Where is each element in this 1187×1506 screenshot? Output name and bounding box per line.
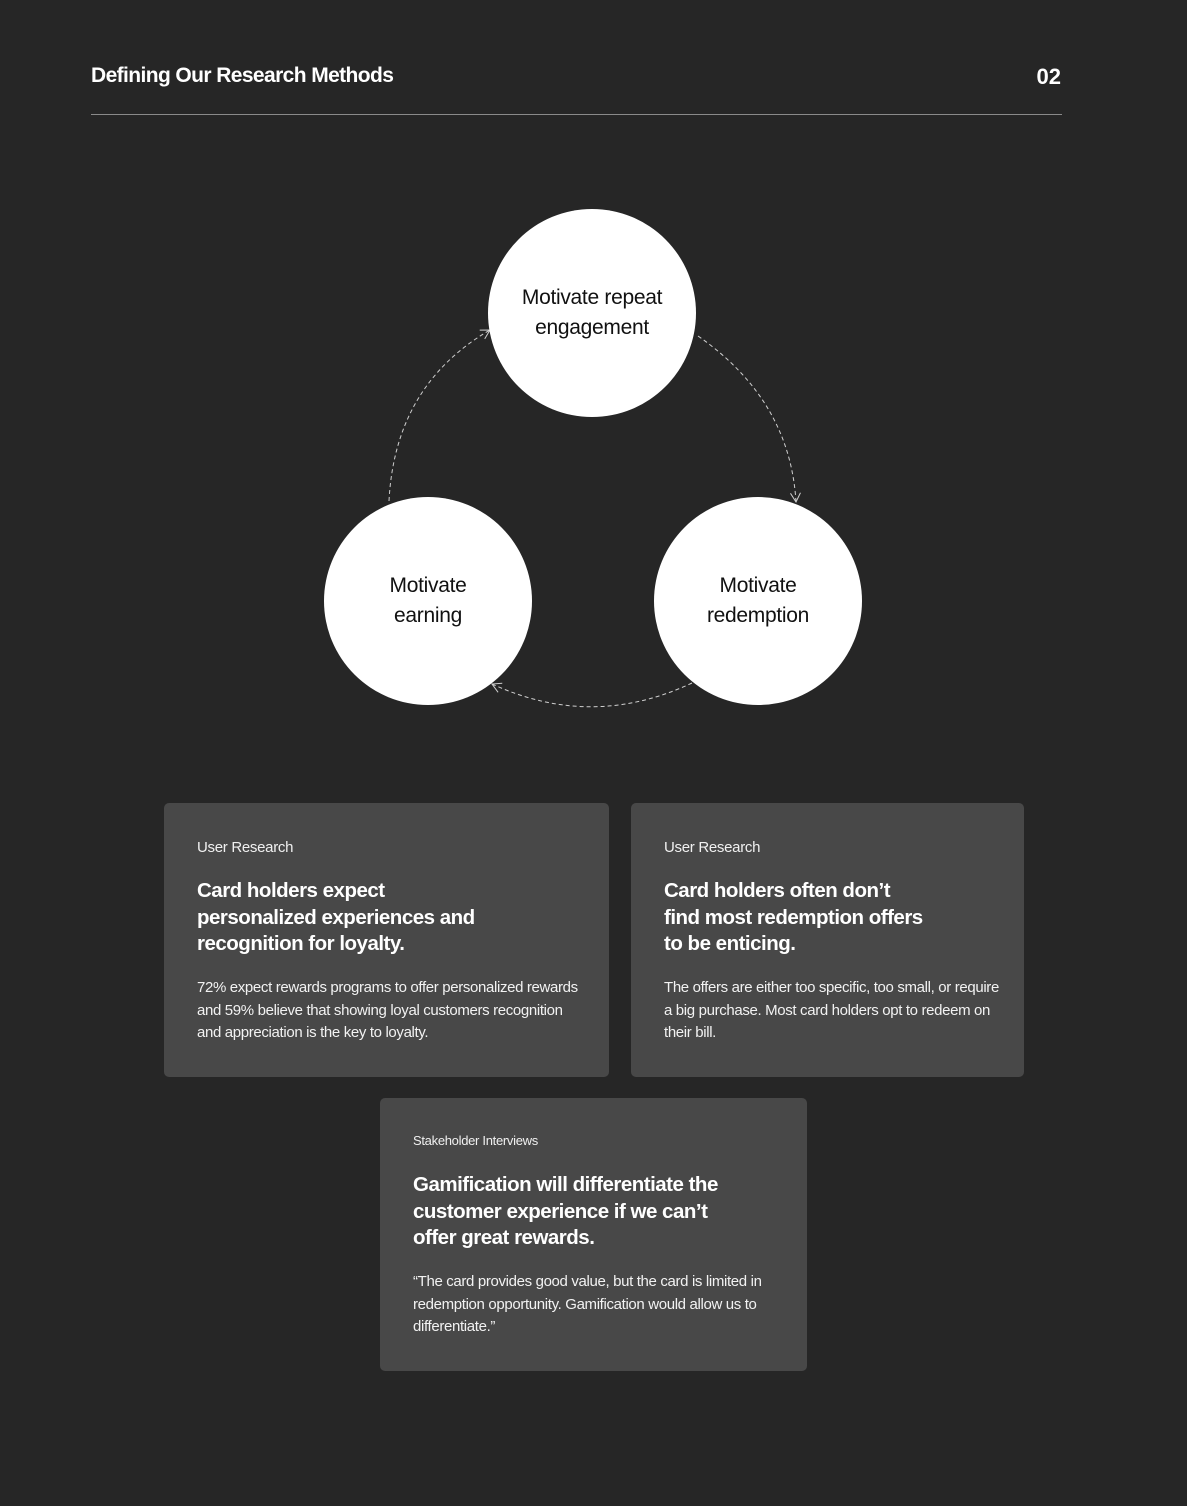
node-label: Motivate redemption [706,574,810,627]
card-tag: User Research [197,839,294,856]
page-title: Defining Our Research Methods [91,64,394,87]
node-label: Motivate repeat engagement [521,286,663,339]
card-body: The offers are either too specific, too … [664,979,999,1041]
card-body: “The card provides good value, but the c… [413,1273,762,1335]
card-heading: Card holders expect personalized experie… [197,879,475,955]
node-repeat-engagement: Motivate repeat engagement [488,209,696,417]
card-tag: User Research [664,839,761,856]
card-heading: Gamification will differentiate the cust… [413,1173,718,1249]
node-earning: Motivate earning [324,497,532,705]
page-number: 02 [1036,64,1061,89]
research-card-gamification: Stakeholder Interviews Gamification will… [380,1098,807,1371]
cycle-arrows [388,329,801,708]
card-body: 72% expect rewards programs to offer per… [197,979,578,1041]
node-redemption: Motivate redemption [654,497,862,705]
arrow-redemption-to-earning [491,682,693,708]
card-heading: Card holders often don’t find most redem… [664,879,923,955]
node-label: Motivate earning [389,574,467,627]
card-tag: Stakeholder Interviews [413,1133,538,1148]
header-divider [91,114,1062,115]
arrow-earning-to-engagement [388,329,491,502]
arrow-engagement-to-redemption [697,335,801,504]
research-card-redemption: User Research Card holders often don’t f… [631,803,1024,1077]
research-card-personalization: User Research Card holders expect person… [164,803,609,1077]
